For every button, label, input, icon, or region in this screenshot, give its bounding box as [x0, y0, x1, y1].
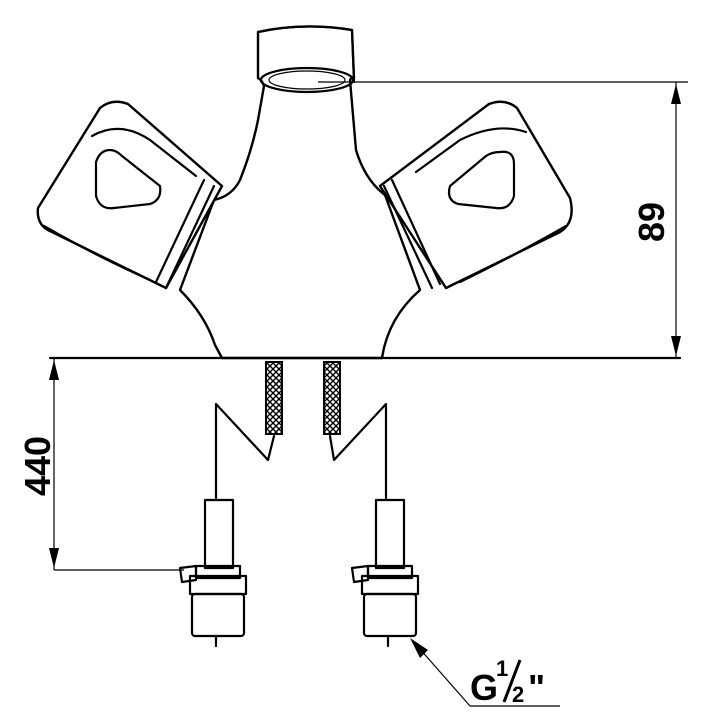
braided-hoses: [265, 361, 341, 435]
hose-length-dimension: [49, 358, 184, 571]
thread-label: G 1 2 ": [470, 656, 545, 708]
thread-fraction-bar: [502, 659, 522, 703]
thread-numerator: 1: [496, 656, 508, 681]
thread-leader: [410, 638, 560, 707]
left-connector: [178, 498, 248, 648]
left-handle: [36, 100, 224, 290]
right-handle: [378, 100, 573, 290]
thread-prefix: G: [470, 667, 498, 708]
right-connector: [350, 498, 420, 648]
hose-break-lines: [214, 402, 388, 500]
faucet-body: [178, 25, 422, 360]
hose-length-dimension-label: 440: [17, 436, 58, 496]
height-dimension-label: 89: [631, 202, 672, 242]
thread-suffix: ": [528, 667, 545, 708]
height-dimension: [318, 81, 688, 358]
thread-denominator: 2: [512, 682, 524, 707]
